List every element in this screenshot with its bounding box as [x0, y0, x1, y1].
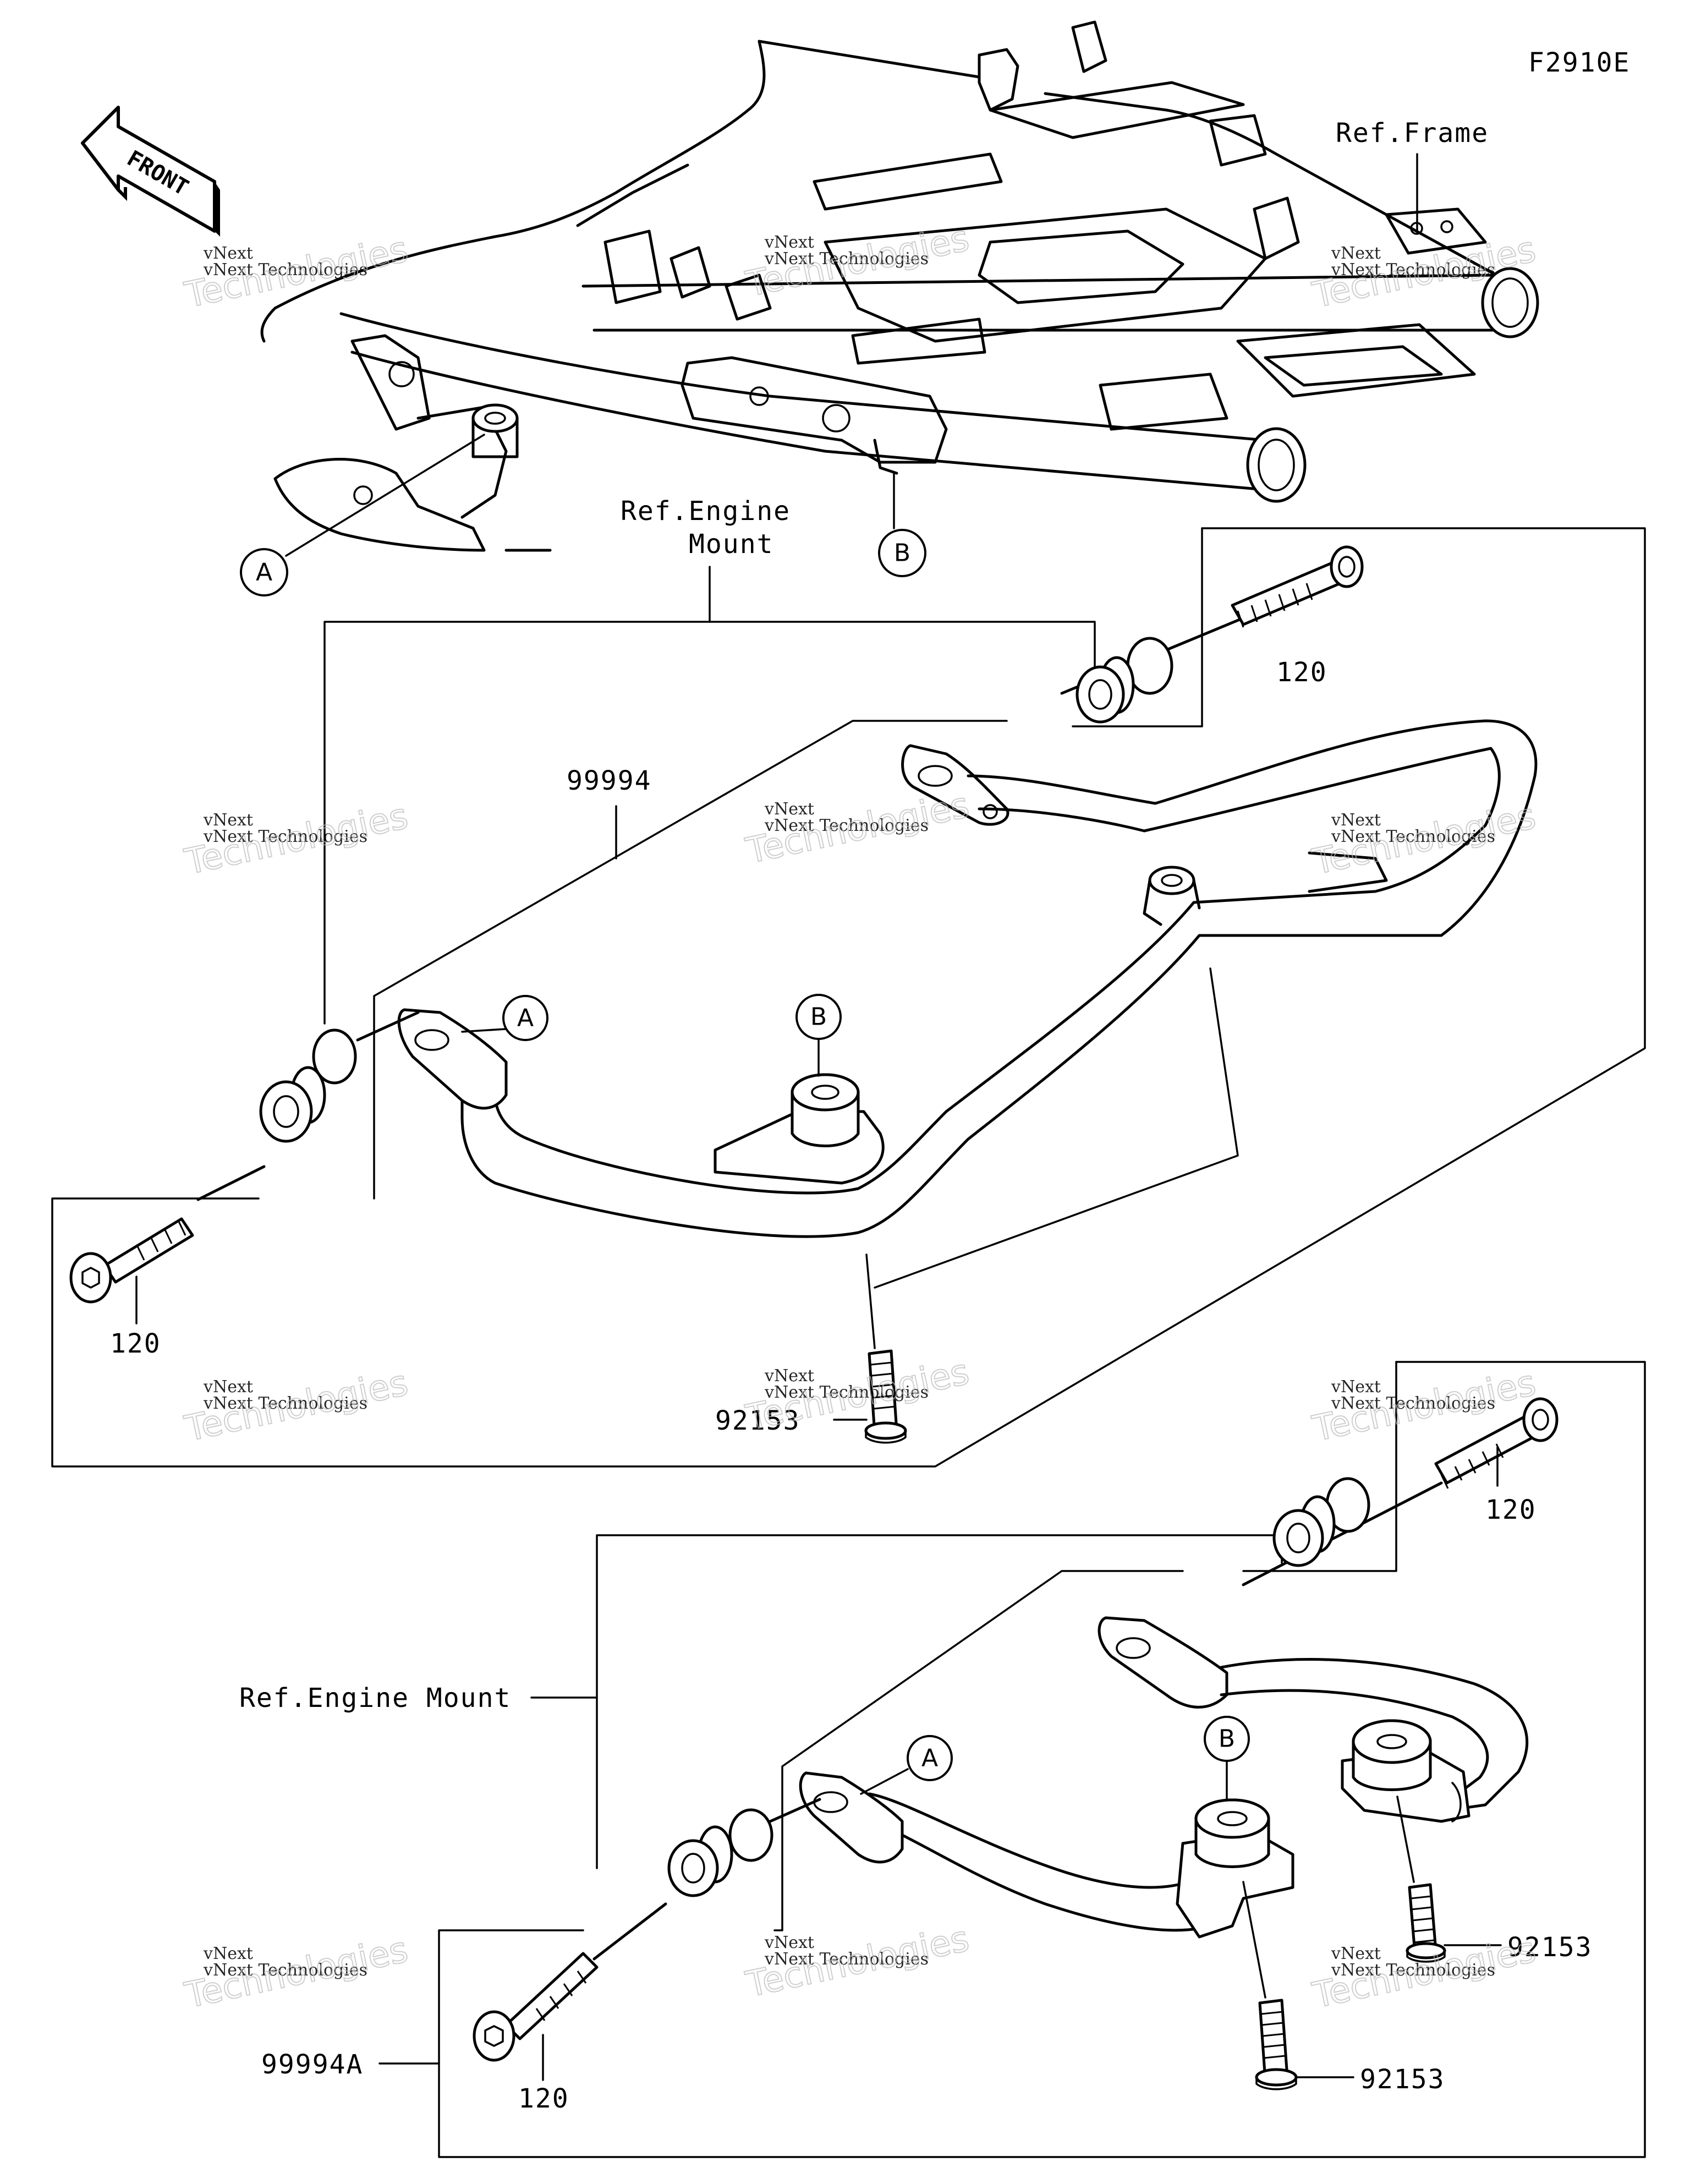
screw-lower-right-number: 92153	[1507, 1932, 1593, 1963]
callout-b-upper: B	[795, 994, 842, 1077]
callout-b-frame: B	[878, 472, 926, 577]
bushing-top-right	[1076, 637, 1173, 724]
callout-a-lower: A	[860, 1735, 953, 1795]
guard-upper	[397, 719, 1538, 1289]
watermark-group: vNext vNext Technologies Technologies vN…	[180, 217, 1540, 2017]
ref-engine-mount-top-line1: Ref.Engine	[621, 496, 791, 527]
svg-text:vNext: vNext	[764, 800, 814, 819]
bolt-upper-left-number: 120	[110, 1328, 161, 1359]
svg-text:vNext Technologies: vNext Technologies	[764, 1950, 929, 1969]
svg-text:Technologies: Technologies	[181, 229, 411, 316]
guard-lower	[799, 1616, 1529, 1939]
svg-text:vNext: vNext	[203, 1944, 253, 1963]
ref-engine-mount-bottom-label: Ref.Engine Mount	[239, 1683, 511, 1714]
svg-text:vNext: vNext	[203, 244, 253, 263]
svg-text:vNext: vNext	[203, 811, 253, 830]
svg-text:vNext Technologies: vNext Technologies	[203, 1394, 367, 1413]
screw-lower-middle-number: 92153	[1360, 2064, 1445, 2095]
svg-text:vNext: vNext	[764, 1366, 814, 1386]
svg-text:vNext: vNext	[1331, 244, 1381, 263]
callout-a-upper: A	[461, 995, 548, 1041]
svg-text:Technologies: Technologies	[742, 218, 973, 305]
svg-text:vNext: vNext	[764, 1933, 814, 1952]
screw-upper	[864, 1254, 907, 1444]
svg-text:vNext Technologies: vNext Technologies	[1331, 1961, 1495, 1980]
bushing-lower-right	[1272, 1477, 1370, 1567]
svg-text:vNext Technologies: vNext Technologies	[764, 249, 929, 269]
svg-text:vNext Technologies: vNext Technologies	[203, 827, 367, 846]
svg-text:vNext Technologies: vNext Technologies	[203, 1961, 367, 1980]
ref-engine-mount-top-line2: Mount	[689, 529, 774, 560]
svg-text:A: A	[921, 1744, 938, 1772]
bolt-lower-left-number: 120	[518, 2083, 569, 2114]
svg-text:Technologies: Technologies	[181, 1362, 411, 1449]
svg-text:Technologies: Technologies	[181, 796, 411, 883]
svg-text:vNext Technologies: vNext Technologies	[1331, 827, 1495, 846]
svg-text:B: B	[894, 539, 910, 567]
figure-code: F2910E	[1528, 47, 1630, 78]
svg-text:Technologies: Technologies	[1309, 796, 1539, 883]
ref-frame-label: Ref.Frame	[1336, 118, 1489, 149]
svg-text:A: A	[517, 1004, 534, 1032]
bushing-lower-left	[667, 1798, 821, 1897]
front-arrow-icon: FRONT	[81, 106, 220, 237]
bolt-upper-left	[69, 1165, 266, 1304]
bolt-lower-left	[473, 1902, 667, 2062]
bushing-upper-left	[259, 1011, 420, 1143]
callout-b-lower: B	[1204, 1716, 1250, 1800]
svg-text:vNext: vNext	[203, 1377, 253, 1397]
svg-text:vNext: vNext	[1331, 1377, 1381, 1397]
svg-text:vNext Technologies: vNext Technologies	[764, 816, 929, 835]
svg-text:Technologies: Technologies	[742, 785, 973, 872]
svg-text:vNext: vNext	[764, 233, 814, 252]
svg-text:vNext Technologies: vNext Technologies	[203, 260, 367, 280]
screw-upper-number: 92153	[715, 1405, 800, 1436]
svg-text:Technologies: Technologies	[742, 1351, 973, 1438]
bolt-lower-right-number: 120	[1485, 1495, 1537, 1525]
svg-text:A: A	[256, 559, 272, 587]
svg-text:vNext Technologies: vNext Technologies	[1331, 1394, 1495, 1413]
svg-text:vNext: vNext	[1331, 811, 1381, 830]
svg-text:vNext Technologies: vNext Technologies	[1331, 260, 1495, 280]
frame-drawing	[260, 20, 1539, 552]
part-99994-label: 99994	[567, 765, 652, 796]
svg-text:B: B	[1219, 1725, 1235, 1753]
svg-text:vNext Technologies: vNext Technologies	[764, 1383, 929, 1402]
screw-lower-right	[1396, 1796, 1446, 1963]
screw-lower-middle	[1242, 1881, 1298, 2090]
bolt-top-right-number: 120	[1276, 657, 1327, 688]
callout-a-frame: A	[240, 434, 485, 596]
bolt-lower-right	[1242, 1397, 1559, 1586]
svg-text:Technologies: Technologies	[742, 1918, 973, 2005]
part-99994a-label: 99994A	[261, 2049, 363, 2080]
svg-text:vNext: vNext	[1331, 1944, 1381, 1963]
svg-text:Technologies: Technologies	[181, 1929, 411, 2016]
svg-text:B: B	[810, 1003, 827, 1031]
